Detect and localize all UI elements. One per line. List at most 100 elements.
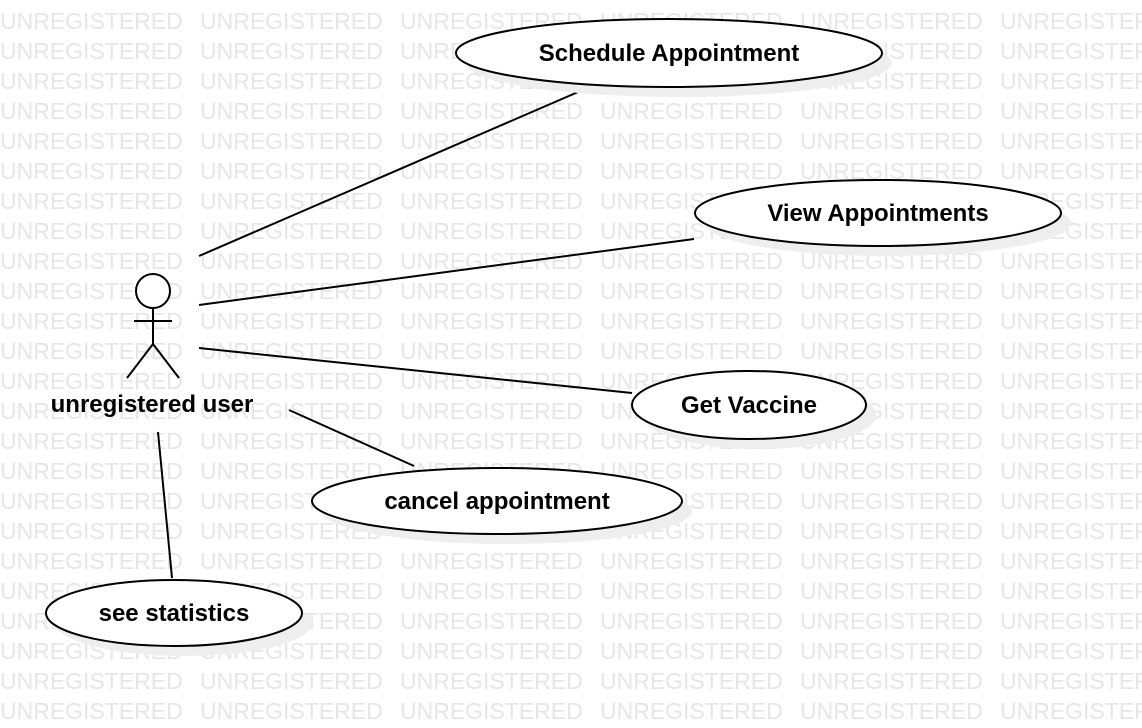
watermark-text: UNREGISTERED <box>800 8 983 34</box>
watermark-text: UNREGISTERED <box>400 608 583 634</box>
watermark-text: UNREGISTERED <box>200 98 383 124</box>
watermark-text: UNREGISTERED <box>200 248 383 274</box>
watermark-text: UNREGISTERED <box>1000 398 1142 424</box>
use-case-get-vaccine-label: Get Vaccine <box>681 392 817 419</box>
watermark-text: UNREGISTERED <box>600 608 783 634</box>
use-case-view-appointments[interactable]: View Appointments <box>694 179 1071 256</box>
watermark-text: UNREGISTERED <box>600 698 783 724</box>
watermark-text: UNREGISTERED <box>1000 248 1142 274</box>
watermark-text: UNREGISTERED <box>0 668 183 694</box>
watermark-text: UNREGISTERED <box>400 338 583 364</box>
watermark-text: UNREGISTERED <box>200 8 383 34</box>
watermark-text: UNREGISTERED <box>400 398 583 424</box>
watermark-text: UNREGISTERED <box>0 518 183 544</box>
watermark-text: UNREGISTERED <box>1000 608 1142 634</box>
watermark-text: UNREGISTERED <box>200 278 383 304</box>
watermark-text: UNREGISTERED <box>800 698 983 724</box>
watermark-text: UNREGISTERED <box>600 158 783 184</box>
watermark-text: UNREGISTERED <box>1000 488 1142 514</box>
watermark-text: UNREGISTERED <box>0 8 183 34</box>
watermark-text: UNREGISTERED <box>200 38 383 64</box>
watermark-text: UNREGISTERED <box>1000 368 1142 394</box>
actor-unregistered-user[interactable]: unregistered user <box>51 273 254 418</box>
watermark-text: UNREGISTERED <box>1000 518 1142 544</box>
association-view <box>198 238 695 306</box>
watermark-text: UNREGISTERED <box>1000 68 1142 94</box>
watermark-text: UNREGISTERED <box>1000 548 1142 574</box>
watermark-text: UNREGISTERED <box>1000 8 1142 34</box>
actor-label: unregistered user <box>51 391 254 418</box>
watermark-text: UNREGISTERED <box>1000 38 1142 64</box>
use-case-schedule-appointment-label: Schedule Appointment <box>539 40 799 67</box>
watermark-text: UNREGISTERED <box>800 518 983 544</box>
use-case-cancel-appointment-label: cancel appointment <box>384 488 609 515</box>
watermark-text: UNREGISTERED <box>400 308 583 334</box>
watermark-text: UNREGISTERED <box>600 668 783 694</box>
association-schedule <box>198 88 586 257</box>
watermark-text: UNREGISTERED <box>400 428 583 454</box>
watermark-text: UNREGISTERED <box>0 338 183 364</box>
watermark-text: UNREGISTERED <box>0 38 183 64</box>
watermark-text: UNREGISTERED <box>400 668 583 694</box>
watermark-text: UNREGISTERED <box>0 428 183 454</box>
watermark-text: UNREGISTERED <box>200 158 383 184</box>
watermark-text: UNREGISTERED <box>1000 578 1142 604</box>
watermark-text: UNREGISTERED <box>600 98 783 124</box>
watermark-text: UNREGISTERED <box>200 548 383 574</box>
watermark-text: UNREGISTERED <box>200 218 383 244</box>
watermark-text: UNREGISTERED <box>600 248 783 274</box>
watermark-text: UNREGISTERED <box>400 158 583 184</box>
actor-left-leg <box>126 343 154 379</box>
association-vaccine <box>198 347 633 394</box>
watermark-text: UNREGISTERED <box>600 578 783 604</box>
watermark-text: UNREGISTERED <box>0 488 183 514</box>
watermark-text: UNREGISTERED <box>0 248 183 274</box>
watermark-text: UNREGISTERED <box>800 338 983 364</box>
actor-right-leg <box>152 343 180 379</box>
use-case-schedule-appointment[interactable]: Schedule Appointment <box>455 18 892 97</box>
watermark-text: UNREGISTERED <box>0 698 183 724</box>
watermark-text: UNREGISTERED <box>1000 338 1142 364</box>
watermark-text: UNREGISTERED <box>800 638 983 664</box>
watermark-text: UNREGISTERED <box>400 548 583 574</box>
watermark-text: UNREGISTERED <box>200 428 383 454</box>
watermark-text: UNREGISTERED <box>1000 698 1142 724</box>
watermark-text: UNREGISTERED <box>1000 308 1142 334</box>
watermark-text: UNREGISTERED <box>1000 638 1142 664</box>
watermark-text: UNREGISTERED <box>0 458 183 484</box>
use-case-see-statistics[interactable]: see statistics <box>45 579 312 656</box>
watermark-text: UNREGISTERED <box>200 188 383 214</box>
watermark-text: UNREGISTERED <box>200 68 383 94</box>
watermark-text: UNREGISTERED <box>800 548 983 574</box>
watermark-text: UNREGISTERED <box>400 278 583 304</box>
watermark-text: UNREGISTERED <box>200 668 383 694</box>
watermark-text: UNREGISTERED <box>0 548 183 574</box>
watermark-text: UNREGISTERED <box>0 368 183 394</box>
watermark-text: UNREGISTERED <box>400 188 583 214</box>
watermark-text: UNREGISTERED <box>200 128 383 154</box>
association-statistics <box>157 431 173 579</box>
watermark-text: UNREGISTERED <box>400 128 583 154</box>
watermark-text: UNREGISTERED <box>600 548 783 574</box>
watermark-text: UNREGISTERED <box>1000 668 1142 694</box>
watermark-text: UNREGISTERED <box>800 668 983 694</box>
watermark-text: UNREGISTERED <box>400 638 583 664</box>
watermark-text: UNREGISTERED <box>0 188 183 214</box>
watermark-text: UNREGISTERED <box>200 308 383 334</box>
use-case-cancel-appointment[interactable]: cancel appointment <box>311 467 692 544</box>
watermark-text: UNREGISTERED <box>800 578 983 604</box>
association-cancel <box>288 409 415 467</box>
use-case-get-vaccine[interactable]: Get Vaccine <box>631 370 876 449</box>
watermark-text: UNREGISTERED <box>1000 428 1142 454</box>
watermark-text: UNREGISTERED <box>0 98 183 124</box>
watermark-text: UNREGISTERED <box>0 218 183 244</box>
watermark-text: UNREGISTERED <box>1000 458 1142 484</box>
watermark-text: UNREGISTERED <box>1000 128 1142 154</box>
watermark-text: UNREGISTERED <box>800 98 983 124</box>
watermark-text: UNREGISTERED <box>800 308 983 334</box>
watermark-text: UNREGISTERED <box>600 338 783 364</box>
watermark-text: UNREGISTERED <box>400 698 583 724</box>
watermark-text: UNREGISTERED <box>400 578 583 604</box>
watermark-text: UNREGISTERED <box>600 308 783 334</box>
